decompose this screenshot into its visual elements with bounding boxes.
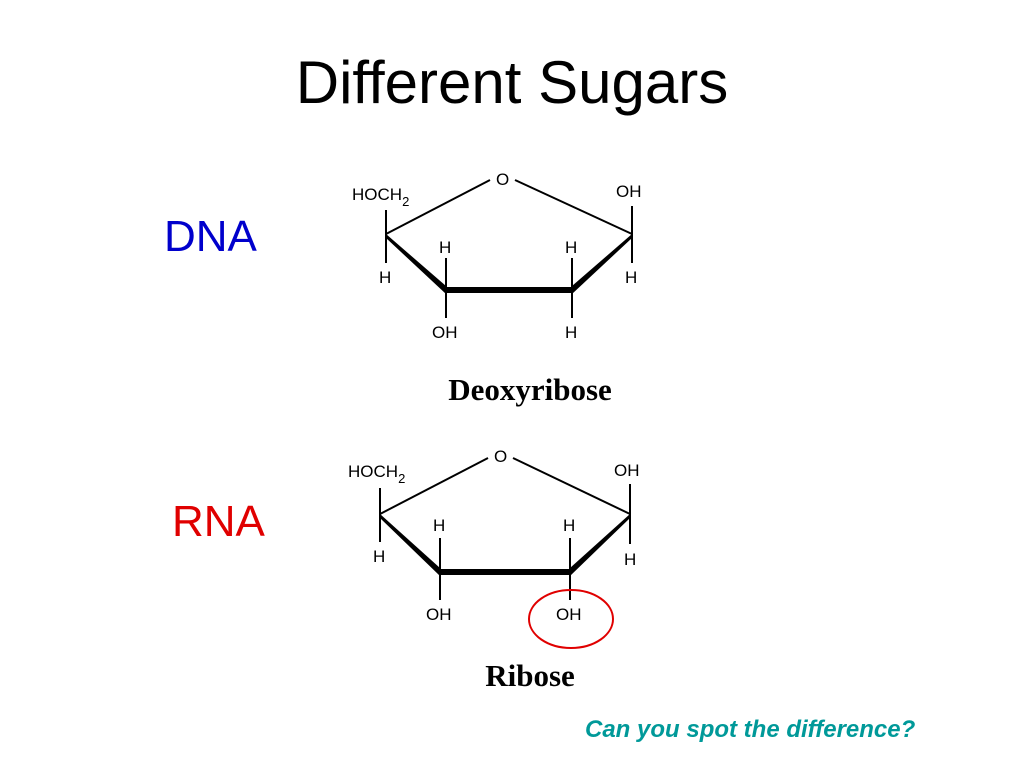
- c2-h-label: H: [563, 516, 575, 535]
- wedge-c1-c2: [570, 514, 630, 576]
- c1-h-label: H: [624, 550, 636, 569]
- c2-h-label: H: [565, 238, 577, 257]
- c3-oh-label: OH: [426, 605, 452, 624]
- wedge-c4-c3: [380, 514, 440, 576]
- ring-oxygen-label: O: [496, 170, 509, 189]
- hoch2-label: HOCH2: [352, 185, 409, 209]
- bond-o-c1: [514, 179, 633, 235]
- hoch2-label: HOCH2: [348, 462, 405, 486]
- slide-title: Different Sugars: [295, 49, 729, 116]
- wedge-c4-c3: [386, 234, 446, 294]
- bond-o-c4: [385, 179, 491, 235]
- bond-o-c1: [512, 457, 631, 515]
- c2-h-down-label: H: [565, 323, 577, 342]
- rna-label: RNA: [172, 497, 265, 546]
- bond-o-c4: [379, 457, 489, 515]
- c4-h-label: H: [379, 268, 391, 287]
- c1-h-label: H: [625, 268, 637, 287]
- c3-oh-label: OH: [432, 323, 458, 342]
- c1-oh-label: OH: [616, 182, 642, 201]
- ribose-name: Ribose: [485, 658, 575, 693]
- dna-label: DNA: [164, 212, 257, 261]
- question-text: Can you spot the difference?: [585, 716, 916, 743]
- highlight-circle: [528, 589, 614, 649]
- c3-h-label: H: [439, 238, 451, 257]
- ring-oxygen-label: O: [494, 447, 507, 466]
- deoxyribose-name: Deoxyribose: [448, 372, 612, 407]
- c2-oh-label: OH: [556, 605, 582, 624]
- c4-h-label: H: [373, 547, 385, 566]
- c1-oh-label: OH: [614, 461, 640, 480]
- ribose-structure: HOCH2 O OH H H H H OH OH Ribose: [348, 447, 640, 693]
- wedge-c1-c2: [572, 234, 632, 294]
- deoxyribose-structure: HOCH2 O OH H H H H OH H Deoxyribose: [352, 170, 642, 407]
- c3-h-label: H: [433, 516, 445, 535]
